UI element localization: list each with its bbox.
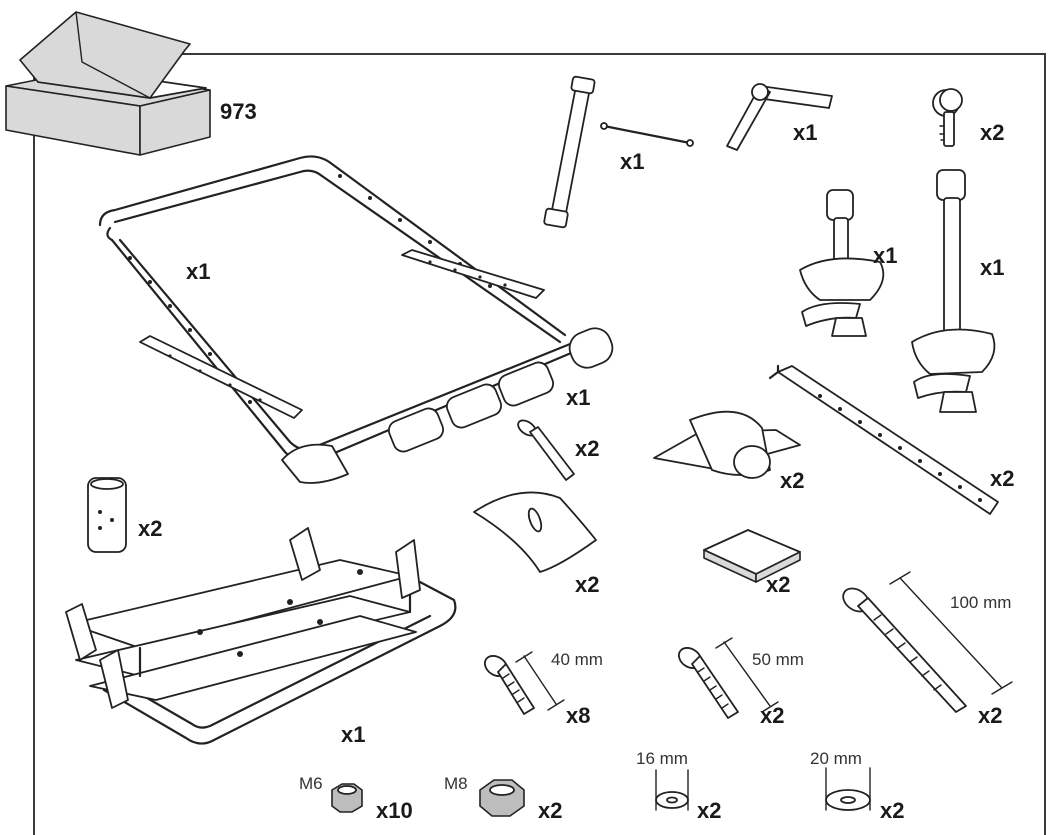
box-icon — [5, 11, 211, 156]
washer-20-icon — [825, 767, 871, 811]
bolt-50-length: 50 mm — [752, 650, 804, 669]
nut-m8-icon — [479, 779, 525, 817]
bolt-100-length: 100 mm — [950, 593, 1012, 612]
bolt-50-icon — [677, 637, 779, 719]
bolt-small-qty: x2 — [575, 436, 600, 461]
hex-key-icon — [726, 83, 833, 151]
nut-m8-size: M8 — [444, 774, 468, 793]
washer-20-size: 20 mm — [810, 749, 862, 768]
hex-key-qty: x1 — [793, 120, 818, 145]
keys-qty: x2 — [980, 120, 1005, 145]
loose-tubes-icon — [139, 249, 545, 419]
nut-m6-icon — [331, 783, 363, 813]
clamp-short-icon — [799, 189, 885, 337]
bolt-40-length: 40 mm — [551, 650, 603, 669]
clamp-long-qty: x1 — [980, 255, 1005, 280]
nut-m6-qty: x10 — [376, 798, 413, 823]
padded-bar-qty: x1 — [566, 385, 591, 410]
base-frame-qty: x1 — [341, 722, 366, 747]
keys-icon — [932, 88, 963, 147]
base-frame-icon — [65, 527, 457, 745]
box-number: 973 — [220, 99, 257, 124]
upper-frame-icon — [98, 155, 614, 484]
bolt-small-icon — [517, 419, 575, 481]
washer-16-icon — [655, 769, 689, 811]
bolt-50-qty: x2 — [760, 703, 785, 728]
clamp-block-icon — [653, 410, 801, 479]
pad-qty: x2 — [766, 572, 791, 597]
bracket-qty: x2 — [138, 516, 163, 541]
washer-16-size: 16 mm — [636, 749, 688, 768]
bolt-40-icon — [483, 651, 565, 715]
clamp-long-icon — [911, 169, 996, 413]
tube-wrench-qty: x1 — [620, 149, 645, 174]
strap-icon — [768, 364, 999, 515]
pad-icon — [703, 529, 801, 583]
washer-16-qty: x2 — [697, 798, 722, 823]
diagram-frame — [33, 53, 1046, 835]
bolt-40-qty: x8 — [566, 703, 591, 728]
nut-m8-qty: x2 — [538, 798, 563, 823]
bolt-100-qty: x2 — [978, 703, 1003, 728]
frame-qty: x1 — [186, 259, 211, 284]
bolt-100-icon — [842, 571, 1013, 713]
nut-m6-size: M6 — [299, 774, 323, 793]
washer-20-qty: x2 — [880, 798, 905, 823]
clamp-block-qty: x2 — [780, 468, 805, 493]
tube-wrench-icon — [543, 75, 694, 229]
clamp-short-qty: x1 — [873, 243, 898, 268]
saddle-qty: x2 — [575, 572, 600, 597]
bracket-icon — [87, 477, 127, 553]
saddle-icon — [473, 491, 597, 573]
strap-qty: x2 — [990, 466, 1015, 491]
